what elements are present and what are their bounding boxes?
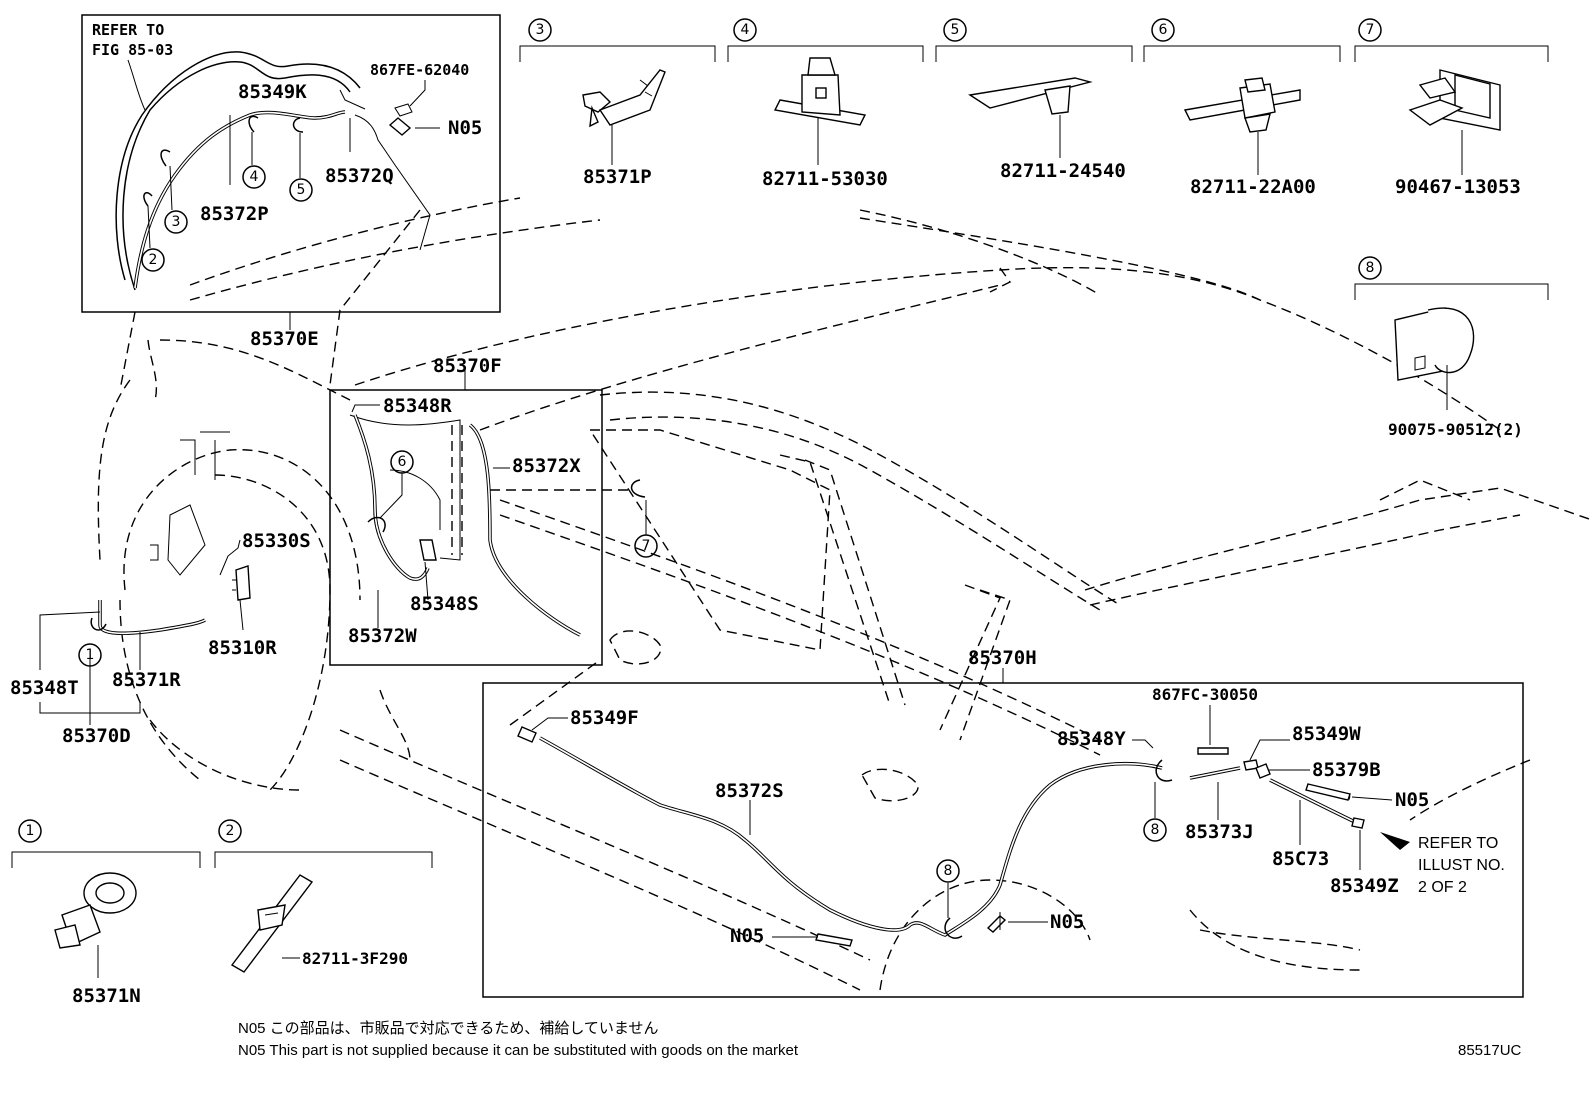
clip-90075-90512-icon <box>1394 307 1475 381</box>
callout-7-mid: 7 <box>642 538 651 554</box>
label-85372P: 85372P <box>200 203 269 225</box>
label-85C73: 85C73 <box>1272 848 1329 870</box>
label-N05-a: N05 <box>448 117 482 139</box>
refer-text-2: FIG 85-03 <box>92 41 173 59</box>
legend-num-3: 3 <box>536 22 545 38</box>
detail-box-rear-washer: 85370H 85349F 85372S 8 N05 N05 85348Y 8 … <box>482 647 1524 998</box>
refer-illust-line3: 2 OF 2 <box>1418 879 1467 896</box>
legend-num-2: 2 <box>226 823 235 839</box>
label-N05-c: N05 <box>730 925 764 947</box>
legend-part-3: 85371P <box>583 166 652 188</box>
clip-82711-24540-icon <box>968 77 1093 115</box>
clip-82711-53030-icon <box>773 57 867 126</box>
label-85310R: 85310R <box>208 637 277 659</box>
label-85348T: 85348T <box>10 677 79 699</box>
label-867FE-62040: 867FE-62040 <box>370 61 469 79</box>
legend-part-4: 82711-53030 <box>762 168 888 190</box>
label-85379B: 85379B <box>1312 759 1381 781</box>
label-85370E: 85370E <box>250 328 319 350</box>
label-85348R: 85348R <box>383 395 452 417</box>
legend-bottom: 1 85371N 2 82711-3F290 <box>11 819 433 1007</box>
legend-num-4: 4 <box>741 22 750 38</box>
legend-8: 8 90075-90512(2) <box>1354 256 1549 439</box>
label-N05-b: N05 <box>1395 789 1429 811</box>
label-85370H: 85370H <box>968 647 1037 669</box>
legend-num-5: 5 <box>951 22 960 38</box>
label-85370D: 85370D <box>62 725 131 747</box>
legend-num-1: 1 <box>26 823 35 839</box>
detail-box-hood-washer: REFER TO FIG 85-03 867FE-62040 85349K N0… <box>81 14 501 313</box>
legend-part-6: 82711-22A00 <box>1190 176 1316 198</box>
label-85349K: 85349K <box>238 81 307 103</box>
legend-part-8: 90075-90512(2) <box>1388 420 1523 439</box>
fender-parts: 85330S 85310R 85348T 85371R 1 85370D <box>10 530 311 747</box>
label-85370F: 85370F <box>433 355 502 377</box>
callout-8-upper: 8 <box>1151 822 1160 838</box>
legend-part-7: 90467-13053 <box>1395 176 1521 198</box>
label-85349Z: 85349Z <box>1330 875 1399 897</box>
label-85348Y: 85348Y <box>1057 728 1126 750</box>
legend-part-5: 82711-24540 <box>1000 160 1126 182</box>
diagram-code: 85517UC <box>1458 1042 1522 1059</box>
clip-90467-13053-icon <box>1408 69 1501 131</box>
label-85373J: 85373J <box>1185 821 1254 843</box>
callout-1-fender: 1 <box>86 647 95 663</box>
refer-arrow-icon <box>1380 832 1410 850</box>
note-japanese: N05 この部品は、市販品で対応できるため、補給していません <box>238 1020 659 1037</box>
callout-3-top: 3 <box>172 214 181 230</box>
callout-4-top: 4 <box>250 169 259 185</box>
legend-top: 3 85371P 4 82711-53030 5 82711-24540 <box>519 18 1549 198</box>
legend-num-8: 8 <box>1366 260 1375 276</box>
label-85372X: 85372X <box>512 455 581 477</box>
label-85372W: 85372W <box>348 625 417 647</box>
legend-part-2: 82711-3F290 <box>302 949 408 968</box>
label-85371R: 85371R <box>112 669 181 691</box>
label-85348S: 85348S <box>410 593 479 615</box>
refer-illust-line2: ILLUST NO. <box>1418 857 1505 874</box>
callout-6-mid: 6 <box>398 454 407 470</box>
label-867FC-30050: 867FC-30050 <box>1152 685 1258 704</box>
label-85349W: 85349W <box>1292 723 1361 745</box>
callout-8-lower: 8 <box>944 863 953 879</box>
legend-num-6: 6 <box>1159 22 1168 38</box>
label-85372S: 85372S <box>715 780 784 802</box>
car-body-outline <box>97 197 1592 991</box>
clip-82711-22A00-icon <box>1183 77 1301 133</box>
detail-box-door-washer: 85370F 85348R 85372X 85348S 85372W 6 <box>329 355 603 666</box>
label-85330S: 85330S <box>242 530 311 552</box>
legend-part-1: 85371N <box>72 985 141 1007</box>
note-english: N05 This part is not supplied because it… <box>238 1042 799 1059</box>
callout-2-top: 2 <box>149 252 158 268</box>
clip-85371N-icon <box>54 872 137 949</box>
legend-num-7: 7 <box>1366 22 1375 38</box>
label-85372Q: 85372Q <box>325 165 394 187</box>
refer-illust-line1: REFER TO <box>1418 835 1498 852</box>
clip-82711-3F290-icon <box>230 874 314 973</box>
label-N05-d: N05 <box>1050 911 1084 933</box>
label-85349F: 85349F <box>570 707 639 729</box>
callout-5-top: 5 <box>297 182 306 198</box>
refer-text-1: REFER TO <box>92 21 164 39</box>
clip-85371P-icon <box>582 69 666 128</box>
